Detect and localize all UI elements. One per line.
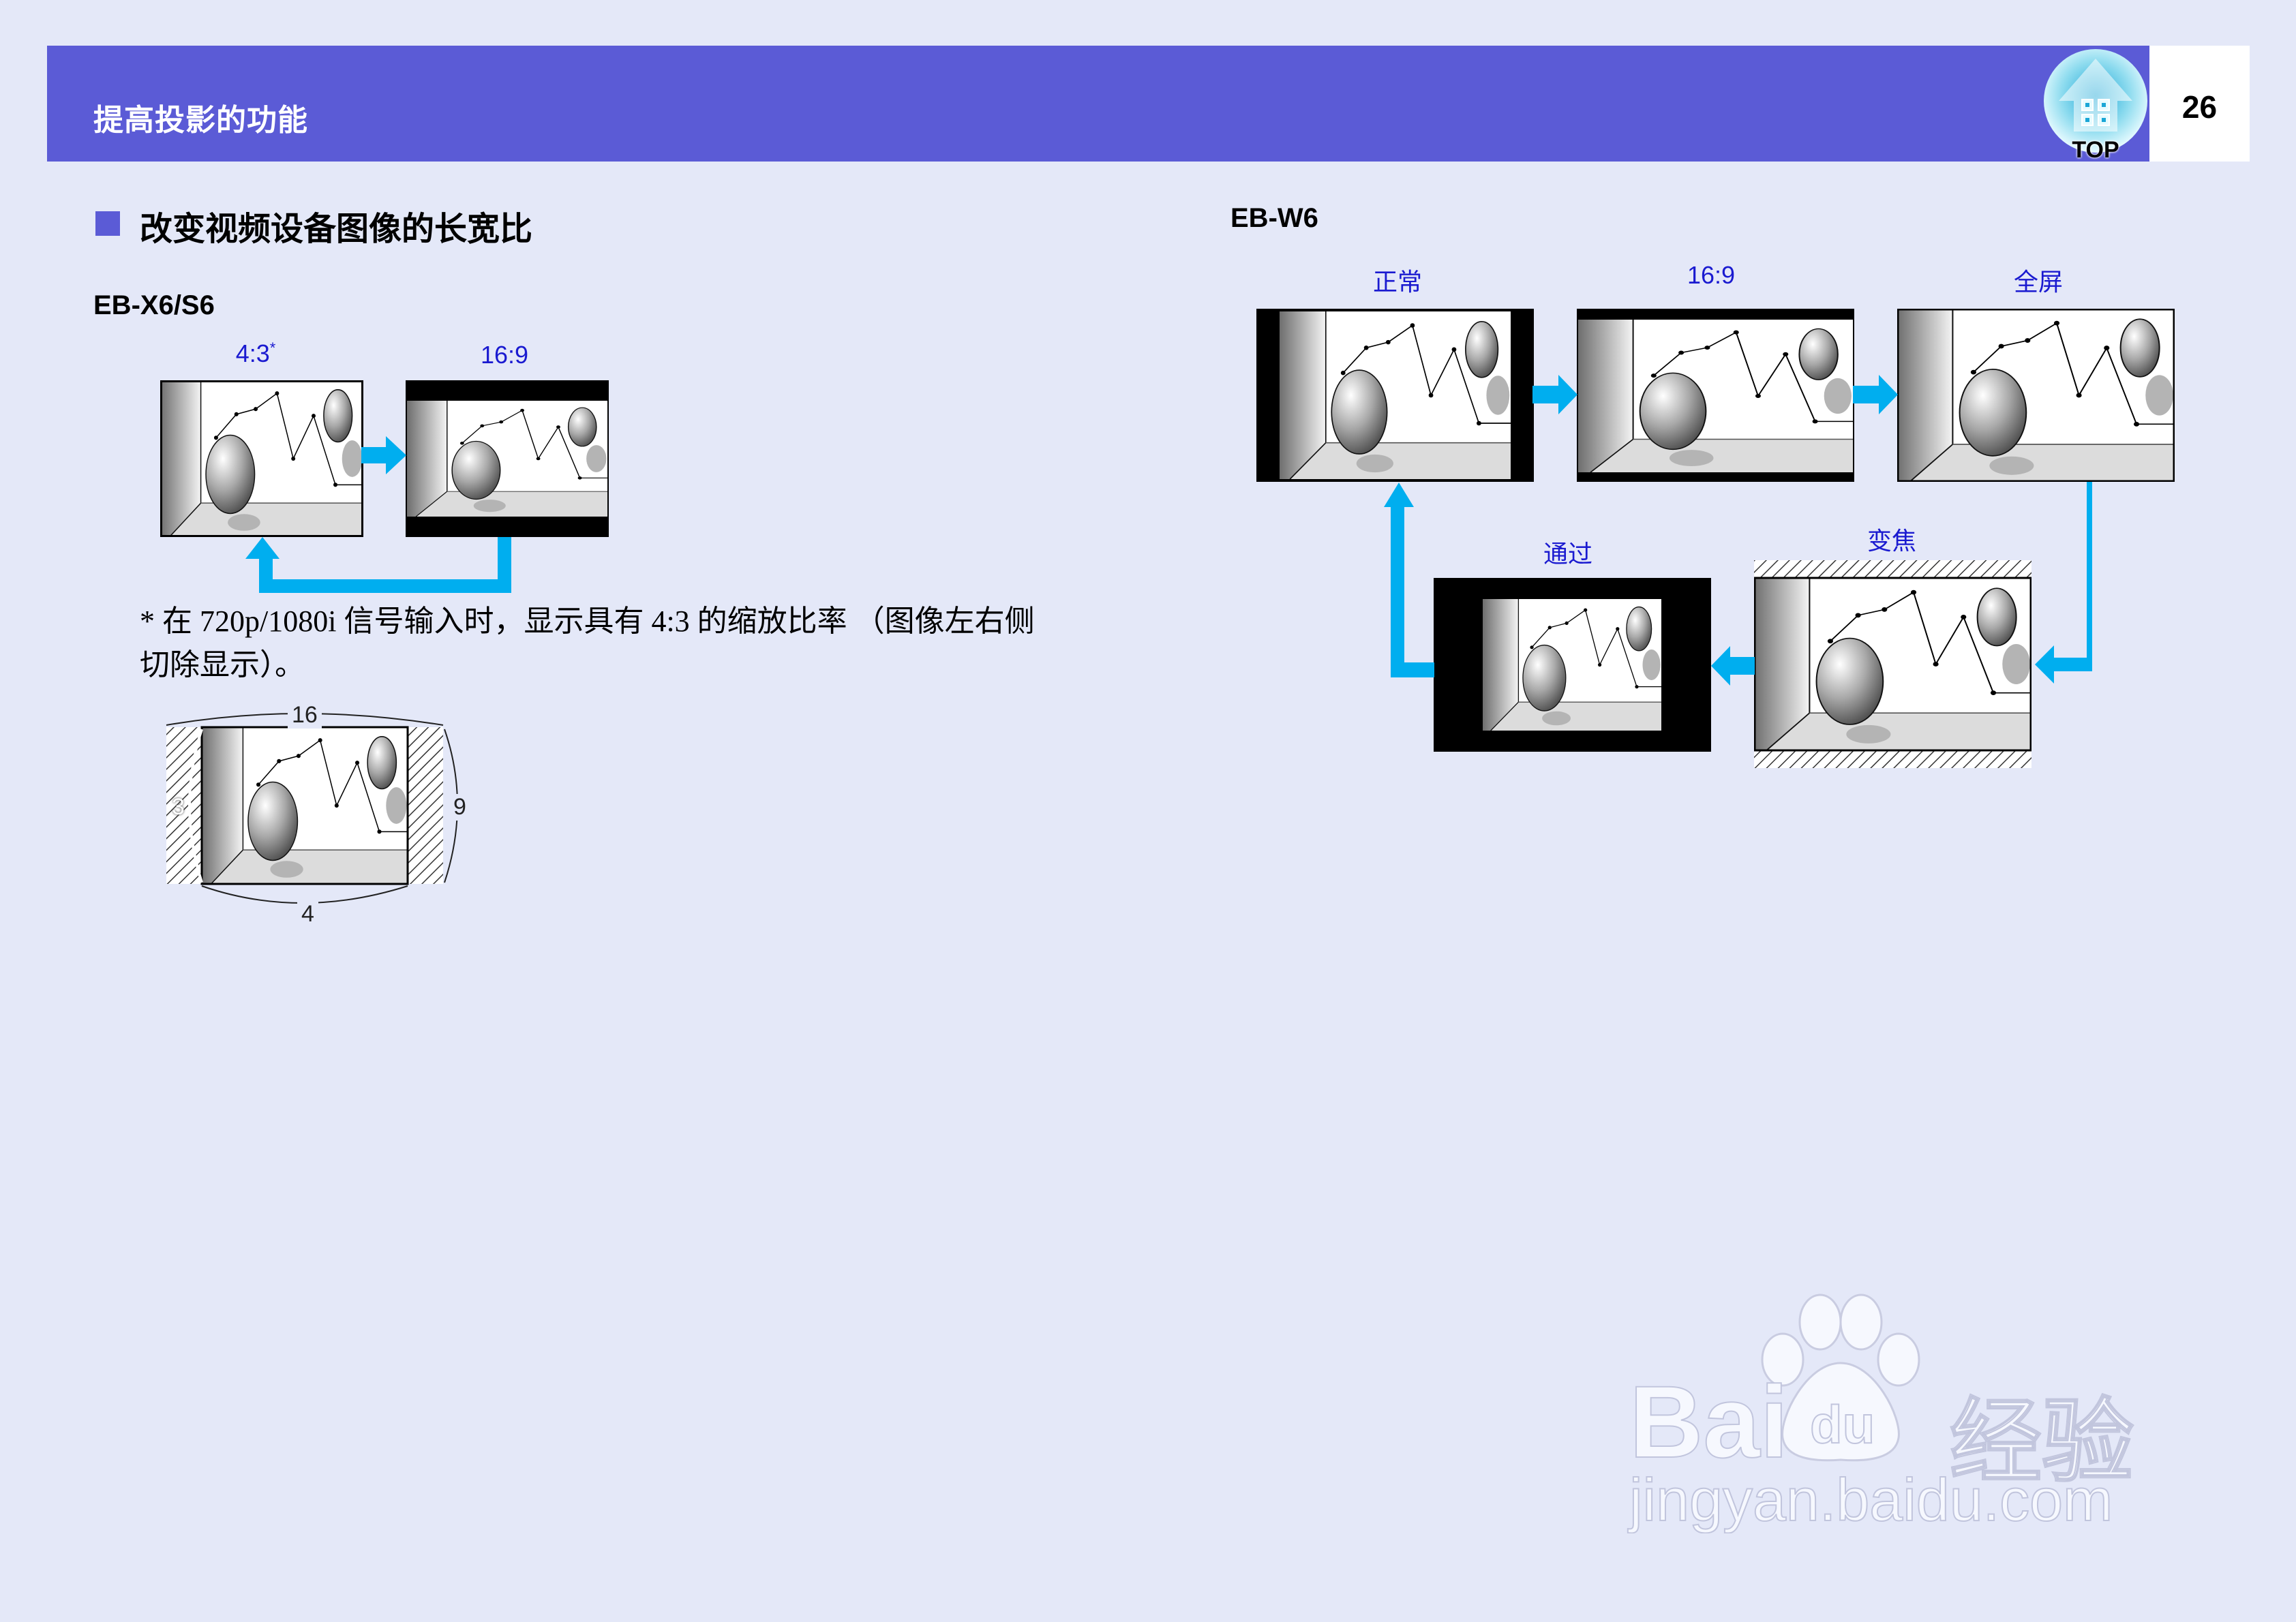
watermark-url: jingyan.baidu.com — [1629, 1465, 2113, 1534]
dim-label-16: 16 — [288, 702, 322, 729]
dim-label-3: 3 — [172, 794, 185, 820]
frame-through — [1434, 578, 1711, 752]
model-label-w6: EB-W6 — [1230, 203, 1318, 233]
page-number-box — [2149, 46, 2250, 162]
mode-label-16-9-w6: 16:9 — [1687, 261, 1736, 289]
footnote-mark: * — [269, 339, 276, 356]
mode-label-through: 通过 — [1543, 540, 1592, 568]
baidu-watermark: Bai du 经验 jingyan.baidu.com — [1629, 1281, 2161, 1540]
watermark-du: du — [1809, 1394, 1875, 1455]
crop-diagram: 16 9 3 4 — [164, 702, 470, 934]
page-number: 26 — [2181, 89, 2218, 125]
mode-label-text: 4:3 — [235, 339, 270, 367]
arrow-right-icon — [1853, 375, 1898, 414]
arrow-right-icon — [361, 436, 406, 474]
arrow-return-icon — [245, 537, 511, 593]
frame-16-9-w6 — [1577, 309, 1854, 482]
dim-label-9: 9 — [453, 794, 466, 821]
paw-icon — [1761, 1294, 1920, 1462]
dim-label-4: 4 — [297, 901, 318, 928]
model-label-x6-s6: EB-X6/S6 — [93, 290, 215, 320]
arrow-down-left-icon — [2035, 482, 2092, 684]
mode-label-normal: 正常 — [1372, 268, 1422, 296]
watermark-cn: 经验 — [1949, 1390, 2134, 1494]
mode-label-zoom: 变焦 — [1867, 527, 1916, 555]
mode-label-full: 全屏 — [2013, 268, 2063, 296]
section-bullet-icon — [95, 211, 120, 236]
mode-label-4-3: 4:3* — [225, 339, 286, 368]
arrow-right-icon — [1532, 375, 1577, 414]
footnote-line-1: * 在 720p/1080i 信号输入时，显示具有 4:3 的缩放比率 （图像左… — [140, 605, 1035, 638]
home-icon — [2044, 49, 2147, 153]
header-bar — [47, 46, 2149, 162]
mode-label-16-9: 16:9 — [480, 341, 529, 369]
watermark-brand: Bai — [1629, 1364, 1789, 1480]
frame-16-9 — [406, 380, 609, 537]
frame-normal — [1256, 309, 1534, 482]
top-button[interactable]: TOP — [2042, 46, 2149, 163]
chapter-title: 提高投影的功能 — [93, 104, 308, 137]
footnote-line-2: 切除显示）。 — [140, 648, 305, 682]
frame-zoom — [1754, 560, 2031, 768]
frame-4-3 — [160, 380, 363, 537]
arrow-left-icon — [1711, 646, 1755, 686]
top-label: TOP — [2072, 137, 2119, 163]
arrow-up-icon — [1384, 483, 1434, 677]
section-title: 改变视频设备图像的长宽比 — [140, 211, 533, 247]
frame-full — [1897, 309, 2175, 482]
